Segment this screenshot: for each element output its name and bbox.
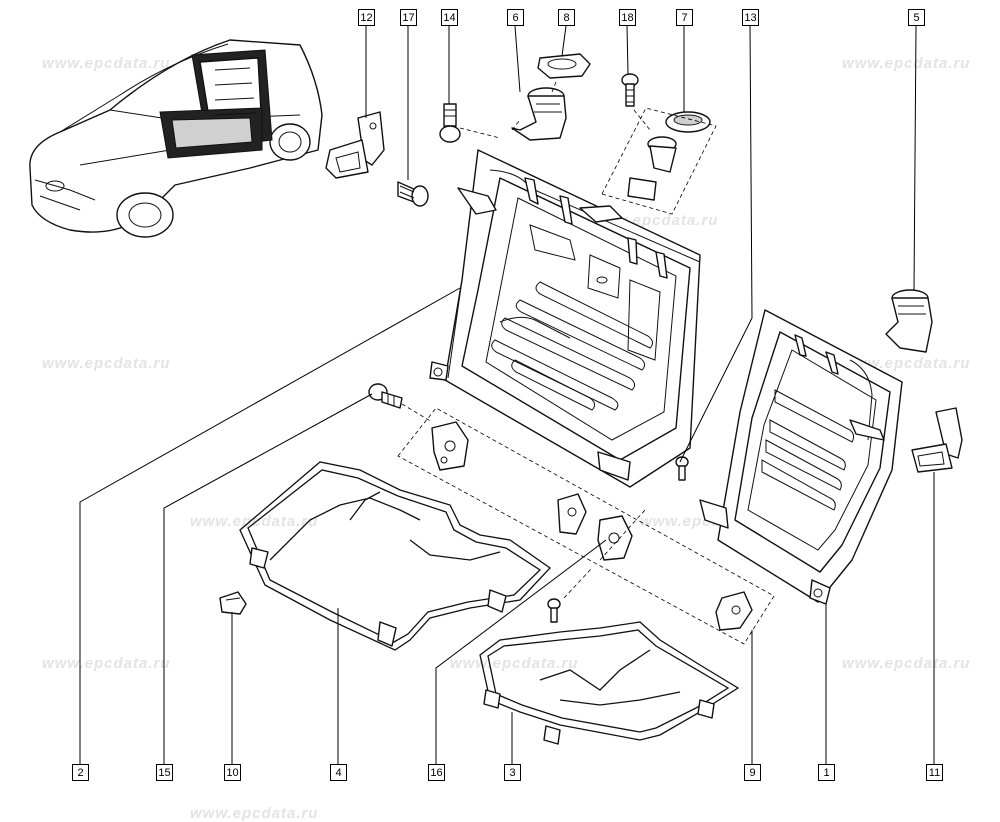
callout-3[interactable]: 3 xyxy=(504,764,521,781)
car-thumbnail xyxy=(29,39,323,238)
callout-13[interactable]: 13 xyxy=(742,9,759,26)
callout-7[interactable]: 7 xyxy=(676,9,693,26)
callout-1[interactable]: 1 xyxy=(818,764,835,781)
callout-2[interactable]: 2 xyxy=(72,764,89,781)
callout-8[interactable]: 8 xyxy=(558,9,575,26)
leader-lines xyxy=(79,25,935,764)
watermark: www.epcdata.ru xyxy=(190,513,319,530)
watermark: www.epcdata.ru xyxy=(42,355,171,372)
loose-bolt xyxy=(547,456,689,623)
part-11-hinge-bracket xyxy=(911,407,963,473)
watermark: www.epcdata.ru xyxy=(450,655,579,672)
part-10-clip xyxy=(219,591,247,615)
part-6-seat-latch xyxy=(511,87,567,141)
part-5-seat-latch xyxy=(885,289,933,353)
callout-5[interactable]: 5 xyxy=(908,9,925,26)
callout-17[interactable]: 17 xyxy=(400,9,417,26)
part-2-seat-back-frame xyxy=(429,149,701,488)
part-12-hinge-bracket xyxy=(325,111,385,179)
callout-15[interactable]: 15 xyxy=(156,764,173,781)
watermark: www.epcdata.ru xyxy=(842,655,971,672)
assembly-dashed-lines xyxy=(397,81,775,645)
watermark: www.epcdata.ru xyxy=(42,55,171,72)
part-17-bolt xyxy=(397,181,429,207)
part-8-latch-cover xyxy=(537,53,591,79)
part-7-release-knob xyxy=(627,111,711,201)
part-3-cushion-wire-frame-small xyxy=(479,621,740,745)
callout-11[interactable]: 11 xyxy=(926,764,943,781)
callout-9[interactable]: 9 xyxy=(744,764,761,781)
callout-14[interactable]: 14 xyxy=(441,9,458,26)
callout-12[interactable]: 12 xyxy=(358,9,375,26)
callout-4[interactable]: 4 xyxy=(330,764,347,781)
part-9-hinge-plate xyxy=(715,591,753,631)
watermark: www.epcdata.ru xyxy=(190,805,319,822)
part-4-cushion-wire-frame xyxy=(239,461,551,651)
watermark: www.epcdata.ru xyxy=(42,655,171,672)
part-14-bolt xyxy=(439,103,461,143)
part-18-screw xyxy=(621,73,639,107)
part-15-bolt xyxy=(368,383,403,409)
part-1-seat-back-frame-small xyxy=(699,309,903,605)
callout-18[interactable]: 18 xyxy=(619,9,636,26)
callout-6[interactable]: 6 xyxy=(507,9,524,26)
part-16-hinge-plate xyxy=(431,421,633,561)
callout-16[interactable]: 16 xyxy=(428,764,445,781)
watermark: www.epcdata.ru xyxy=(842,55,971,72)
callout-10[interactable]: 10 xyxy=(224,764,241,781)
